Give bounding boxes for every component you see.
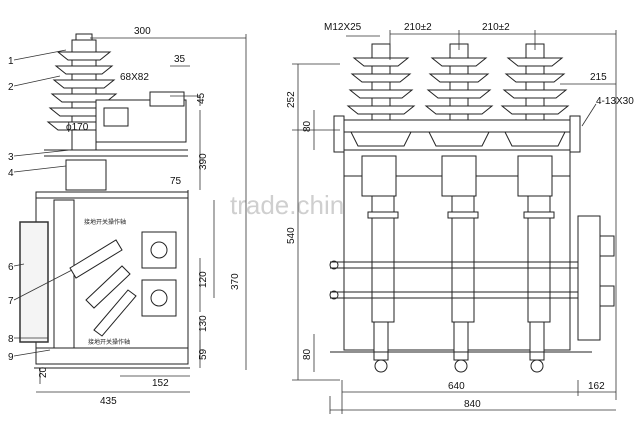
dim-300: 300 (134, 26, 151, 37)
fuse-tube (65, 159, 107, 191)
dim-210-right: 210±2 (482, 22, 510, 33)
dim-m12x25: M12X25 (324, 22, 362, 33)
cn-label-shaft-upper: 接地开关操作轴 (84, 218, 126, 226)
part-label-9: 9 (8, 352, 14, 363)
part-label-7: 7 (8, 296, 14, 307)
part-label-2: 2 (8, 82, 14, 93)
fuse-column-c (517, 155, 555, 373)
fuse-column-a (361, 155, 399, 373)
dim-210-left: 210±2 (404, 22, 432, 33)
dim-540: 540 (286, 227, 297, 244)
dim-80-bottom: 80 (302, 348, 313, 360)
dim-840: 840 (464, 399, 481, 410)
right-front-view (329, 43, 615, 373)
right-dimension-texts: M12X25 210±2 210±2 215 4-13X30 252 80 54… (286, 22, 634, 410)
dim-45: 45 (196, 92, 207, 104)
dim-35: 35 (174, 54, 186, 65)
part-label-1: 1 (8, 56, 14, 67)
part-label-6: 6 (8, 262, 14, 273)
op-shaft-lower (141, 279, 177, 317)
cn-label-shaft-lower: 接地开关操作轴 (88, 338, 130, 346)
dim-75: 75 (170, 176, 182, 187)
dim-162: 162 (588, 381, 605, 392)
part-label-8: 8 (8, 334, 14, 345)
part-label-4: 4 (8, 168, 14, 179)
operating-mechanism (577, 215, 601, 341)
dim-640: 640 (448, 381, 465, 392)
dim-holes: 4-13X30 (596, 96, 634, 107)
dim-152: 152 (152, 378, 169, 389)
dim-diameter: ϕ170 (66, 122, 89, 133)
left-dimension-lines (13, 34, 247, 393)
fuse-column-b (441, 155, 479, 373)
dim-390: 390 (198, 153, 209, 170)
earth-switch-insulators (69, 239, 137, 337)
dim-68x82: 68X82 (120, 72, 149, 83)
dim-215: 215 (590, 72, 607, 83)
dim-120: 120 (198, 271, 209, 288)
insulator-phase-c (499, 43, 571, 147)
fuse-cylinder (19, 221, 49, 343)
left-dimension-texts: 300 35 68X82 45 ϕ170 75 390 120 370 130 … (38, 26, 241, 407)
op-shaft-upper (141, 231, 177, 269)
top-beam (333, 119, 581, 133)
dim-80-top: 80 (302, 120, 313, 132)
dim-20: 20 (38, 366, 49, 378)
right-dimension-lines (292, 30, 617, 414)
dim-252: 252 (286, 91, 297, 108)
part-label-3: 3 (8, 152, 14, 163)
left-side-view (19, 33, 190, 369)
dim-59: 59 (198, 348, 209, 360)
part-labels: 1 2 3 4 6 7 8 9 (8, 56, 14, 363)
dim-370: 370 (230, 273, 241, 290)
dim-130: 130 (198, 315, 209, 332)
dim-435: 435 (100, 396, 117, 407)
